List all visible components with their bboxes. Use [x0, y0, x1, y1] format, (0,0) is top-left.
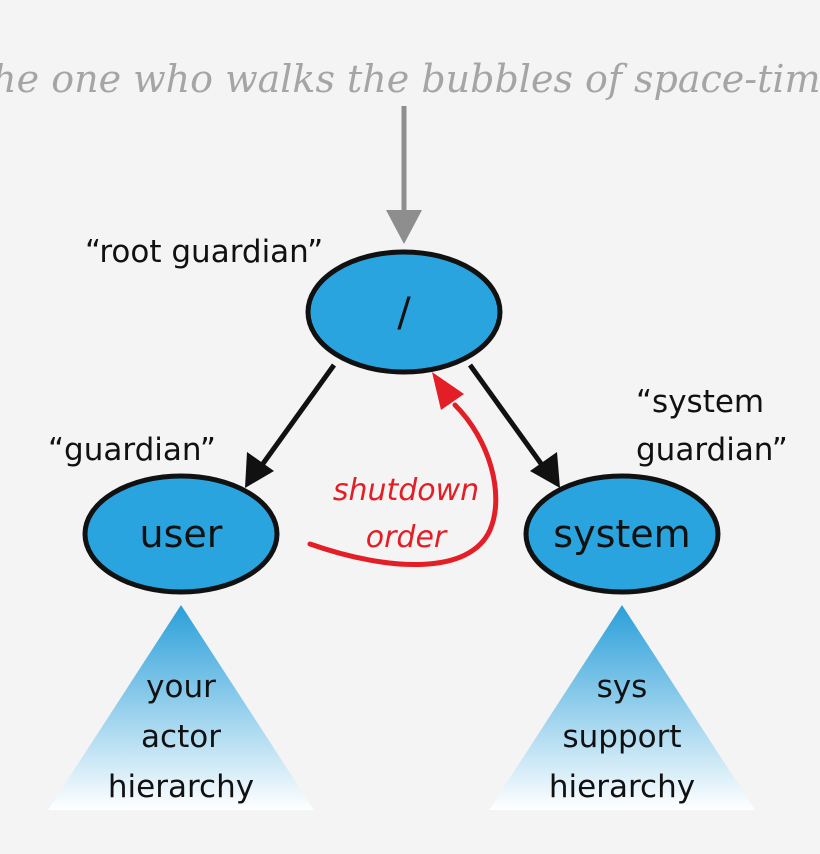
user-hierarchy-line3: hierarchy: [108, 769, 254, 805]
system-node-label: system: [553, 512, 690, 556]
user-hierarchy-triangle: your actor hierarchy: [48, 605, 314, 810]
user-node-label: user: [140, 512, 223, 556]
guardian-caption: “guardian”: [48, 432, 216, 468]
system-node: system: [523, 473, 721, 595]
root-node: /: [305, 249, 503, 375]
root-to-user-arrow: [245, 363, 337, 488]
shutdown-label-line1: shutdown: [333, 473, 479, 508]
root-to-system-arrow: [467, 363, 560, 488]
system-hierarchy-triangle: sys support hierarchy: [489, 605, 755, 810]
system-guardian-caption-line2: guardian”: [636, 432, 788, 468]
shutdown-label-line2: order: [366, 520, 448, 555]
system-guardian-caption-line1: “system: [636, 384, 764, 420]
entry-arrow: [386, 106, 422, 244]
user-hierarchy-line2: actor: [141, 719, 221, 755]
tagline: “the one who walks the bubbles of space-…: [0, 57, 820, 101]
root-node-label: /: [397, 290, 411, 336]
root-guardian-caption: “root guardian”: [85, 234, 323, 270]
user-node: user: [82, 473, 280, 595]
system-hierarchy-line3: hierarchy: [549, 769, 695, 805]
system-hierarchy-line1: sys: [597, 669, 648, 705]
user-hierarchy-line1: your: [146, 669, 216, 705]
system-hierarchy-line2: support: [562, 719, 681, 755]
shutdown-order-arrow: [307, 372, 499, 568]
